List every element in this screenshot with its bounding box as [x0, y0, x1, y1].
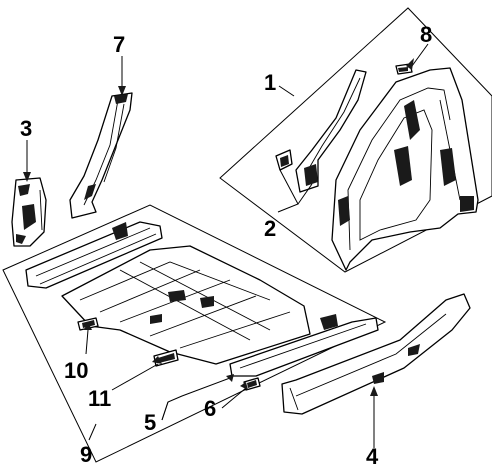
callouts: 7 3 1 2 8 10 11 5 6 9 4: [20, 22, 432, 469]
callout-9: 9: [80, 442, 92, 467]
rocker-outer-part: [281, 293, 471, 415]
callout-7: 7: [113, 32, 125, 57]
inner-pillar-part: [295, 69, 367, 193]
callout-5: 5: [144, 410, 156, 435]
floor-pan-part: [61, 245, 311, 365]
small-bracket-part: [275, 149, 293, 171]
arrow-heads: [23, 58, 414, 396]
side-panel-group-outline: [219, 7, 492, 273]
callout-11: 11: [88, 386, 111, 411]
center-pillar-part: [69, 92, 133, 219]
clip-6-part: [243, 377, 261, 391]
callout-10: 10: [64, 358, 88, 383]
pillar-bracket-part: [11, 177, 47, 247]
front-rail-part: [25, 221, 163, 289]
callout-1: 1: [264, 70, 276, 95]
callout-4: 4: [366, 444, 379, 469]
floor-group-outline: [2, 204, 387, 463]
callout-2: 2: [264, 216, 276, 241]
body-side-outer-part: [331, 67, 479, 271]
callout-3: 3: [20, 116, 32, 141]
callout-6: 6: [204, 396, 216, 421]
callout-8: 8: [420, 22, 432, 47]
